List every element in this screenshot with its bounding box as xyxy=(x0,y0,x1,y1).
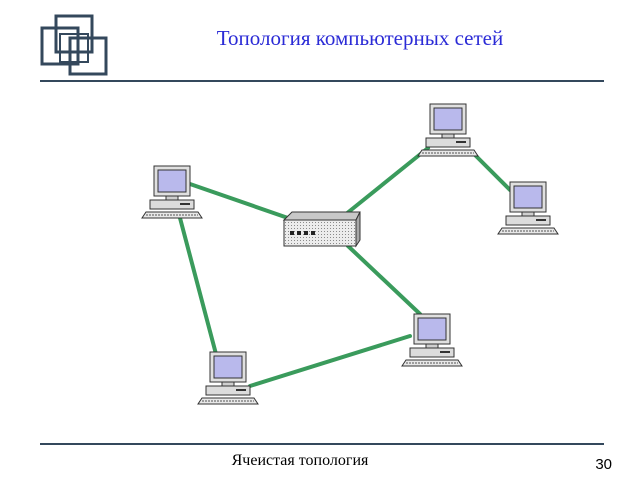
top-rule xyxy=(40,80,604,82)
link-hub-pc-bottom-right xyxy=(346,244,422,316)
hub-icon xyxy=(282,211,361,248)
slide-title: Топология компьютерных сетей xyxy=(216,26,504,50)
computer-icon xyxy=(197,351,259,405)
computer-icon xyxy=(401,313,463,367)
link-hub-pc-top-right xyxy=(344,146,430,216)
logo-squares-icon xyxy=(40,14,108,76)
network-links xyxy=(178,146,512,388)
bottom-rule xyxy=(40,443,604,445)
slide-caption: Ячеистая топология xyxy=(231,452,369,469)
link-pc-left-pc-bottom xyxy=(178,216,218,356)
page-number: 30 xyxy=(595,456,612,473)
link-pc-top-right-pc-far-right xyxy=(470,150,512,192)
computer-icon xyxy=(141,165,203,219)
link-hub-pc-left xyxy=(188,182,290,220)
link-pc-bottom-pc-bottom-right xyxy=(248,334,412,388)
